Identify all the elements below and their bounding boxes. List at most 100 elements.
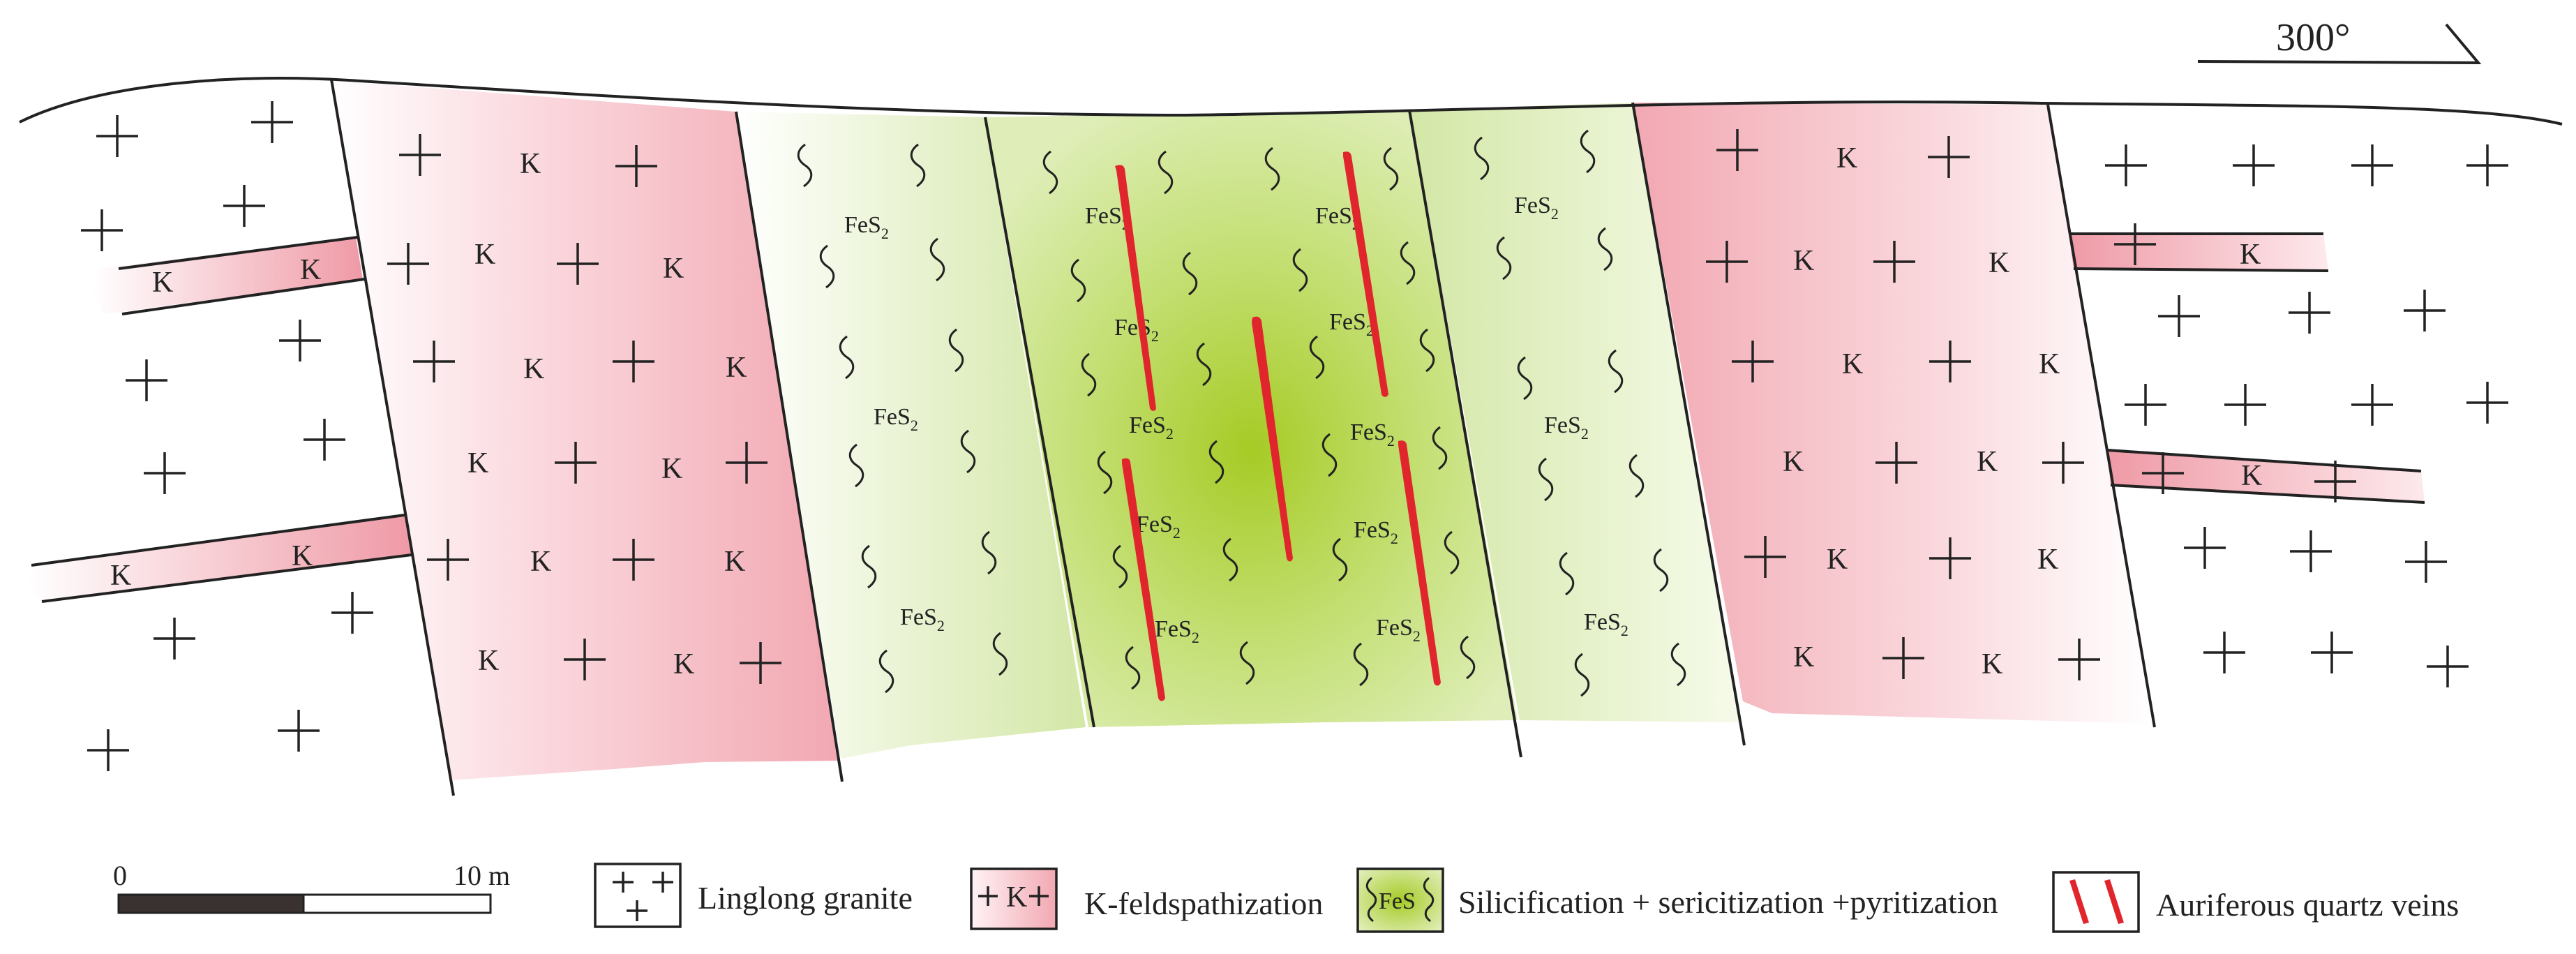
k-feldspar-symbol: K [300, 254, 321, 286]
scale-bar-white [302, 893, 492, 914]
granite-cross-icon [2311, 632, 2353, 673]
dyke-left-upper-bottom [121, 278, 365, 315]
k-feldspar-symbol: K [292, 540, 313, 572]
scale-start-label: 0 [113, 860, 127, 891]
granite-cross-icon [1744, 536, 1786, 578]
granite-cross-icon [2289, 292, 2330, 334]
granite-cross-icon [2125, 384, 2166, 426]
dyke-right-lower-top [2106, 449, 2422, 472]
sericite-wave-symbols [797, 129, 1686, 697]
granite-cross-icon [399, 134, 441, 176]
legend-veins-swatch [2052, 871, 2140, 933]
sericite-wave-icon [1400, 241, 1416, 285]
k-feldspar-symbol: K [530, 546, 551, 578]
sericite-wave-icon [948, 328, 964, 373]
granite-cross-icon [413, 341, 455, 382]
granite-cross-icon [2427, 646, 2469, 687]
granite-cross-icon [2404, 290, 2446, 331]
k-feldspar-symbol: K [1977, 446, 1998, 478]
granite-cross-icon [87, 729, 129, 771]
granite-cross-icon [1732, 341, 1774, 382]
sericite-wave-icon [981, 530, 997, 575]
k-feldspar-symbol: K [478, 645, 499, 677]
sericite-wave-icon [1474, 136, 1490, 181]
k-feldspar-symbol: K [1793, 641, 1814, 673]
dyke-right-lower [2107, 450, 2425, 502]
granite-cross-icon [2105, 144, 2147, 186]
dyke-left-lower-bottom [41, 553, 412, 603]
sericite-wave-icon [1538, 457, 1554, 502]
k-feldspar-symbol: K [2037, 544, 2058, 576]
granite-cross-icon [279, 320, 321, 362]
granite-cross-icon [1929, 341, 1971, 382]
fault-4 [1408, 110, 1522, 758]
dyke-left-lower [28, 515, 412, 602]
scale-end-label: 10 m [454, 860, 510, 891]
sericite-wave-icon [1125, 646, 1141, 690]
sericite-wave-icon [1332, 537, 1348, 582]
quartz-vein-2 [1122, 458, 1165, 701]
sericite-wave-icon [1264, 147, 1280, 191]
legend-granite-label: Linglong granite [698, 880, 913, 916]
k-feldspar-symbol: K [2241, 460, 2262, 492]
fault-1 [330, 79, 455, 796]
sericite-wave-icon [1608, 349, 1624, 394]
legend-vein-icon-1 [2069, 879, 2089, 924]
legend-vein-icon-2 [2104, 879, 2124, 924]
k-feldspar-symbol: K [520, 148, 541, 180]
sericite-wave-icon [848, 443, 864, 488]
quartz-vein-5 [1398, 440, 1441, 686]
fault-5 [1631, 102, 1746, 746]
granite-cross-icon [331, 592, 373, 634]
granite-cross-icon [555, 442, 597, 484]
granite-cross-icon [427, 539, 469, 581]
granite-cross-icon [564, 639, 606, 680]
k-feldspar-symbol: K [726, 352, 747, 384]
fault-6 [2046, 104, 2156, 728]
k-feldspar-symbol: K [673, 648, 694, 680]
granite-cross-icon [144, 452, 186, 494]
legend-veins-label: Auriferous quartz veins [2156, 887, 2459, 923]
granite-cross-icon [81, 209, 123, 251]
ground-surface-line [19, 77, 2563, 126]
granite-cross-icon [2233, 144, 2275, 186]
fault-2 [735, 111, 844, 782]
sericite-wave-icon [1383, 147, 1399, 191]
granite-cross-icon [1882, 637, 1924, 679]
k-feldspar-symbol: K [523, 353, 544, 385]
sericite-wave-icon [861, 544, 877, 589]
sericite-wave-icon [839, 335, 855, 380]
sericite-wave-icon [1222, 537, 1238, 582]
k-feldspar-symbol: K [1827, 544, 1848, 576]
sericite-wave-icon [1628, 454, 1645, 498]
sericite-wave-icon [1444, 530, 1460, 575]
sericite-wave-icon [1559, 551, 1575, 596]
granite-cross-icon [251, 101, 293, 143]
sericite-wave-icon [797, 143, 813, 188]
granite-cross-icon [153, 618, 195, 659]
legend-kfeld-swatch-k: K [1006, 881, 1027, 914]
sericite-wave-icon [1419, 328, 1435, 373]
sericite-wave-icon [910, 143, 926, 188]
dyke-left-upper [92, 237, 363, 314]
k-feldspar-symbol: K [1982, 648, 2002, 680]
sericite-wave-icon [929, 237, 945, 282]
k-feldspar-symbol: K [2039, 348, 2060, 380]
k-feldspar-symbol: K [663, 253, 684, 285]
pyrite-fes2-symbol: FeS2 [844, 212, 889, 242]
granite-cross-icon [1928, 136, 1970, 178]
granite-cross-icon [2405, 541, 2447, 583]
legend-silic-label: Silicification + sericitization +pyritiz… [1458, 884, 1998, 920]
sericite-wave-icon [878, 649, 894, 694]
dyke-left-upper-top [118, 236, 358, 270]
granite-cross-icon [223, 185, 265, 227]
k-feldspar-symbol: K [152, 267, 173, 299]
sericite-wave-icon [1042, 150, 1058, 195]
scale-bar-frame [117, 893, 492, 914]
k-feldspar-symbol: K [1783, 446, 1804, 478]
granite-cross-icon [2203, 632, 2245, 673]
sericite-wave-icon [1432, 426, 1448, 470]
granite-cross-icon [1706, 241, 1748, 283]
